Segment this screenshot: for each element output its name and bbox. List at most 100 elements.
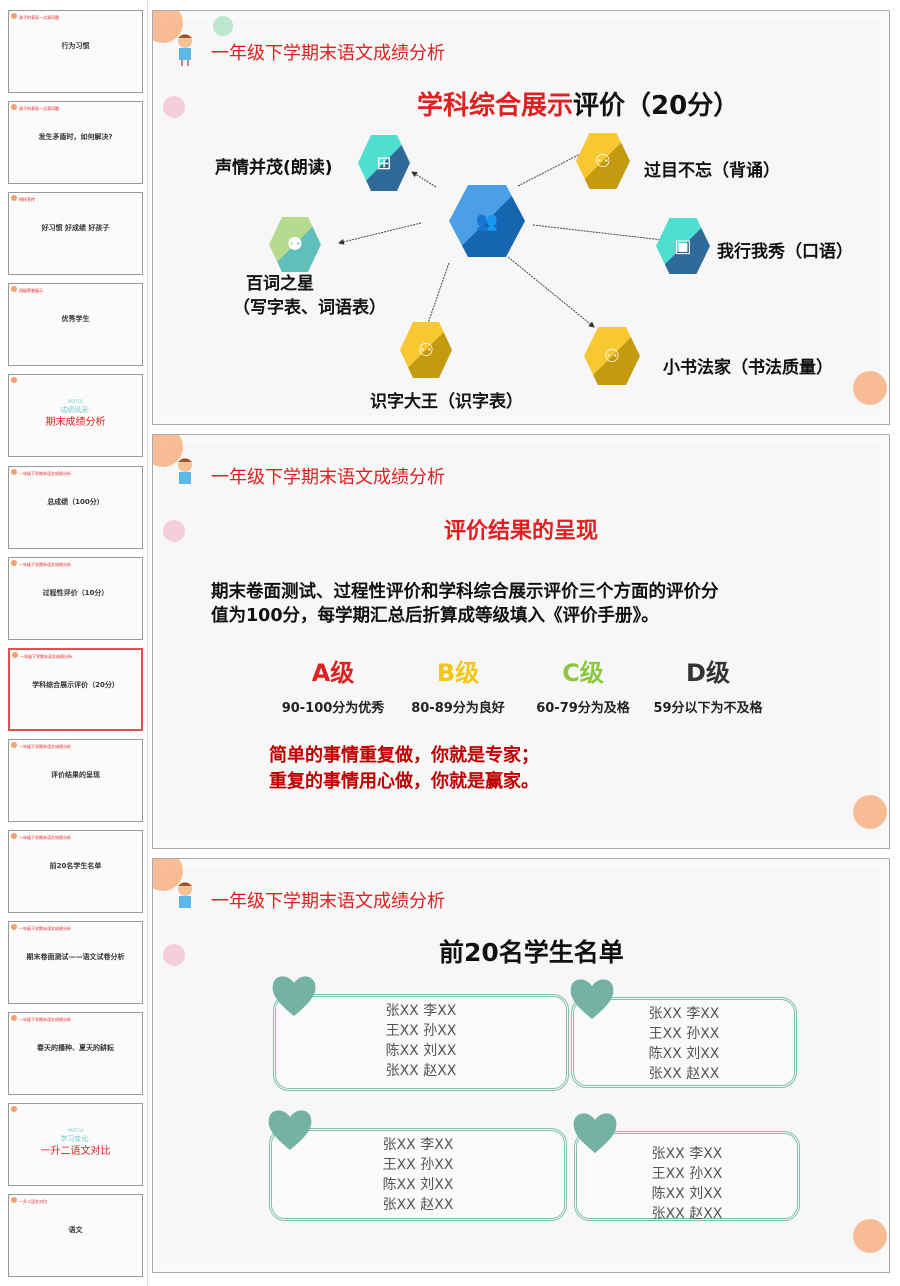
slide-thumbnail[interactable]: 一年级下学期末语文成绩分析评价结果的呈现 (8, 738, 143, 822)
flower-decoration (213, 16, 233, 36)
slide-top-20-students[interactable]: 一年级下学期末语文成绩分析 前20名学生名单 张XX 李XX 王XX 孙XX 陈XX… (152, 858, 890, 1273)
label-oral: 我行我秀（口语） (717, 242, 853, 262)
grade-label: B级 (436, 659, 480, 687)
thumbnail-title: 期末卷面测试——语文试卷分析 (26, 953, 125, 961)
girl-illustration-icon (173, 33, 197, 67)
thumbnail-title: 好习惯 好成绩 好孩子 (41, 224, 110, 233)
flower-decoration (11, 13, 17, 19)
heart-icon (567, 973, 617, 1023)
thumbnail-title: 语文 (68, 1226, 83, 1235)
grade-label: C级 (562, 659, 604, 687)
slide-thumbnail[interactable]: 一年级下学期末语文成绩分析前20名学生名单 (8, 829, 143, 913)
slide-evaluation-results[interactable]: 一年级下学期末语文成绩分析 评价结果的呈现 期末卷面测试、过程性评价和学科综合展… (152, 434, 890, 849)
slide-thumbnail-panel[interactable]: 孩子的表现—点滴问题行为习惯孩子的表现—点滴问题发生矛盾时，如何解决?榜样宣传好… (0, 0, 148, 1286)
flower-decoration (12, 651, 18, 658)
slide-title: 前20名学生名单 (439, 938, 624, 967)
grade-description: 59分以下为不及格 (653, 701, 763, 716)
label-literacy: 识字大王（识字表） (370, 392, 523, 412)
quote-line-1: 简单的事情重复做，你就是专家； (269, 745, 539, 766)
student-names: 王XX 孙XX (385, 1023, 457, 1039)
thumbnail-header: 一年级下学期末语文成绩分析 (19, 470, 71, 476)
flower-decoration (11, 195, 17, 202)
thumbnail-header: 孩子的表现—点滴问题 (19, 15, 59, 20)
student-names: 张XX 李XX (385, 1003, 457, 1019)
grade-description: 60-79分为及格 (536, 701, 630, 716)
student-group-card: 张XX 李XX 王XX 孙XX 陈XX 刘XX 张XX 赵XX (273, 994, 569, 1091)
thumbnail-header: 孩子的表现—点滴问题 (19, 106, 59, 112)
student-names: 张XX 赵XX (651, 1206, 723, 1222)
thumbnail-header: 一年级下学期末语文成绩分析 (19, 834, 71, 840)
heart-icon (269, 970, 319, 1020)
thumbnail-header: 一年级下学期末语文成绩分析 (19, 561, 71, 567)
thumbnail-header: 一年级下学期末语文成绩分析 (19, 926, 71, 931)
student-names: 张XX 李XX (382, 1137, 454, 1153)
flower-decoration (11, 559, 17, 566)
student-names: 张XX 赵XX (382, 1197, 454, 1213)
thumbnail-header: 一年级下学期末语文成绩分析 (19, 1017, 71, 1023)
slide-title: 评价结果的呈现 (443, 519, 598, 544)
thumbnail-title: 总成绩（100分） (47, 497, 104, 506)
thumbnail-title: 春天的播种、夏天的耕耘 (37, 1044, 114, 1053)
thumbnail-title: 行为习惯 (61, 42, 90, 50)
grade-description: 90-100分为优秀 (281, 701, 385, 716)
flower-decoration (11, 468, 17, 475)
flower-decoration (11, 741, 17, 748)
title-rest: 评价（20分） (573, 91, 740, 121)
student-names: 张XX 赵XX (648, 1066, 720, 1082)
flower-decoration (163, 944, 185, 966)
thumbnail-title: 一升二语文对比 (40, 1146, 111, 1158)
slide-thumbnail[interactable]: 一年级下学期末语文成绩分析过程性评价（10分） (8, 556, 143, 640)
label-recitation: 过目不忘（背诵） (644, 161, 780, 181)
student-names: 张XX 李XX (648, 1006, 720, 1022)
slide-header: 一年级下学期末语文成绩分析 (211, 467, 445, 488)
thumbnail-title: 前20名学生名单 (49, 861, 102, 870)
heart-icon (570, 1107, 620, 1157)
description-line-2: 值为100分，每学期汇总后折算成等级填入《评价手册》。 (211, 606, 659, 626)
flower-decoration (11, 924, 17, 930)
slide-header: 一年级下学期末语文成绩分析 (211, 43, 445, 64)
student-names: 陈XX 刘XX (651, 1186, 723, 1202)
thumbnail-title: 发生矛盾时，如何解决? (38, 133, 113, 142)
label-reading: 声情并茂(朗读) (215, 158, 333, 178)
slide-thumbnail[interactable]: 孩子的表现—点滴问题行为习惯 (8, 10, 143, 93)
flower-decoration (163, 520, 185, 542)
thumbnail-part: PART.03 (67, 1128, 84, 1134)
student-names: 陈XX 刘XX (385, 1043, 457, 1059)
student-names: 陈XX 刘XX (648, 1046, 720, 1062)
flower-decoration (11, 377, 17, 384)
girl-illustration-icon (173, 457, 197, 491)
thumbnail-title: 优秀学生 (61, 315, 90, 324)
connector-arrows (338, 146, 681, 330)
label-vocabulary: 百词之星 (246, 274, 314, 294)
grade-description: 80-89分为良好 (411, 701, 505, 716)
slide-background (161, 445, 881, 840)
slide-thumbnail[interactable]: 一年级下学期末语文成绩分析期末卷面测试——语文试卷分析 (8, 921, 143, 1004)
thumbnail-subtitle: 成绩风采: (60, 406, 91, 415)
flower-decoration (853, 1219, 887, 1253)
flower-decoration (11, 1015, 17, 1022)
student-names: 张XX 李XX (651, 1146, 723, 1162)
slide-comprehensive-evaluation[interactable]: 一年级下学期末语文成绩分析 学科综合展示评价（20分） 👥 ⊞ ⚇ ▣ ⚉ ⚇ … (152, 10, 890, 425)
slide-thumbnail[interactable]: 一升二语文对比语文 (8, 1194, 143, 1278)
student-names: 张XX 赵XX (385, 1063, 457, 1079)
flower-decoration (163, 96, 185, 118)
thumbnail-title: 学科综合展示评价（20分） (32, 680, 119, 689)
slide-thumbnail[interactable]: 一年级下学期末语文成绩分析总成绩（100分） (8, 465, 143, 549)
slide-thumbnail[interactable]: 一年级下学期末语文成绩分析春天的播种、夏天的耕耘 (8, 1012, 143, 1096)
student-names: 陈XX 刘XX (382, 1177, 454, 1193)
student-names: 王XX 孙XX (651, 1166, 723, 1182)
slide-header: 一年级下学期末语文成绩分析 (211, 891, 445, 912)
thumbnail-header: 榜样宣传 (19, 197, 35, 203)
thumbnail-title: 期末成绩分析 (45, 417, 106, 429)
thumbnail-subtitle: 学习变化: (60, 1135, 91, 1144)
slide-thumbnail[interactable]: 孩子的表现—点滴问题发生矛盾时，如何解决? (8, 101, 143, 185)
thumbnail-part: PART.02 (67, 399, 84, 405)
label-calligraphy: 小书法家（书法质量） (663, 358, 833, 378)
slide-thumbnail[interactable]: 班级荣誉展示优秀学生 (8, 283, 143, 367)
slide-thumbnail[interactable]: 榜样宣传好习惯 好成绩 好孩子 (8, 192, 143, 276)
slide-thumbnail[interactable]: 一年级下学期末语文成绩分析学科综合展示评价（20分） (8, 647, 143, 731)
